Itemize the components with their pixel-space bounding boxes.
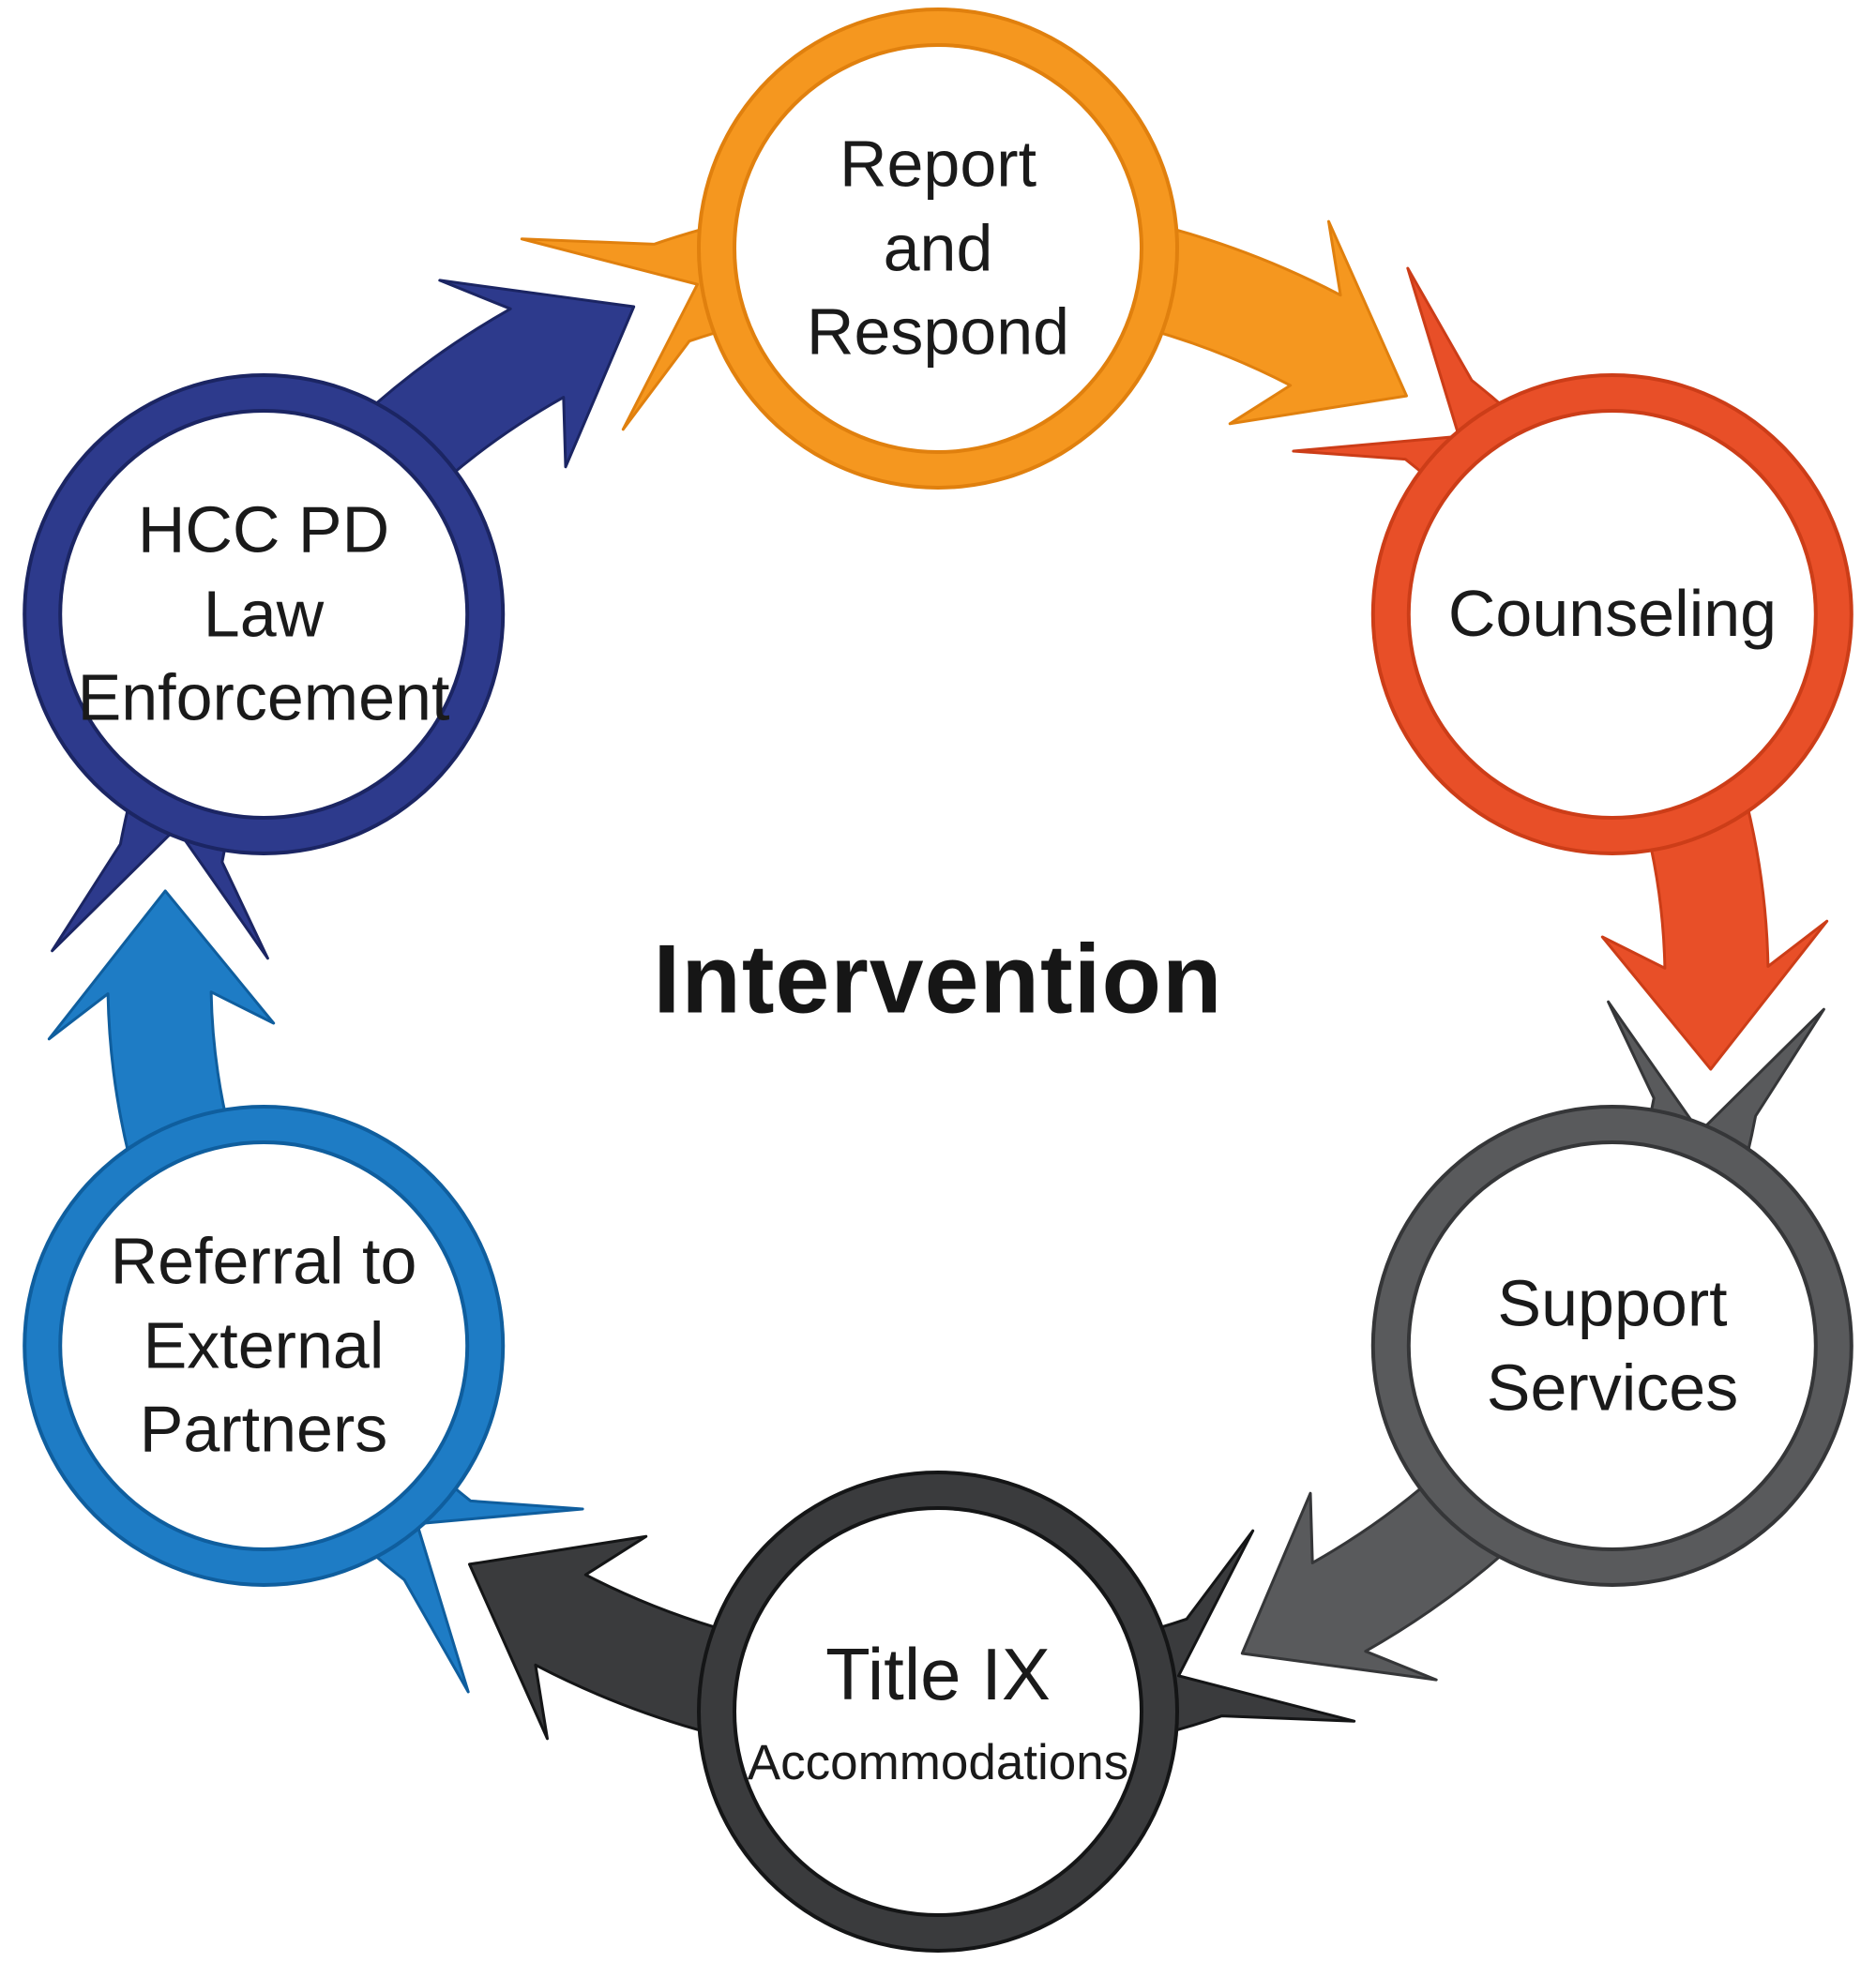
node-label-line: Enforcement bbox=[77, 660, 450, 734]
node-ring-hcc-pd-law-enforcement bbox=[23, 373, 506, 855]
node-label-line: Accommodations bbox=[747, 1735, 1129, 1790]
node-ring-report-and-respond bbox=[697, 8, 1179, 490]
node-label-line: Support bbox=[1497, 1266, 1728, 1340]
center-title: Intervention bbox=[653, 925, 1223, 1034]
node-label-line: Respond bbox=[806, 294, 1070, 369]
node-label-line: Counseling bbox=[1447, 577, 1778, 651]
node-ring-counseling bbox=[1370, 373, 1853, 855]
node-label-line: Law bbox=[203, 577, 325, 651]
node-label-line: Title IX bbox=[825, 1633, 1051, 1716]
ring-white-face-referral-to-external-partners bbox=[62, 1144, 466, 1547]
node-label-line: Partners bbox=[139, 1392, 388, 1466]
node-label-line: and bbox=[883, 211, 993, 285]
ring-white-face-support-services bbox=[1410, 1144, 1814, 1547]
node-label-title-ix-accommodations: Title IX Accommodations bbox=[748, 1628, 1129, 1795]
node-label-line: External bbox=[143, 1308, 385, 1382]
ring-white-face-counseling bbox=[1410, 413, 1814, 816]
node-label-line: HCC PD bbox=[137, 492, 390, 566]
ring-white-face-title-ix-accommodations bbox=[736, 1510, 1140, 1913]
node-ring-referral-to-external-partners bbox=[23, 1105, 506, 1587]
node-label-line: Services bbox=[1486, 1351, 1739, 1424]
node-ring-title-ix-accommodations bbox=[697, 1471, 1179, 1953]
node-label-line: Report bbox=[839, 127, 1037, 201]
ring-white-face-report-and-respond bbox=[736, 47, 1140, 450]
node-ring-support-services bbox=[1370, 1105, 1853, 1587]
node-label-counseling: Counseling bbox=[1448, 572, 1777, 657]
ring-white-face-hcc-pd-law-enforcement bbox=[62, 413, 466, 816]
node-label-line: Referral to bbox=[110, 1224, 417, 1298]
